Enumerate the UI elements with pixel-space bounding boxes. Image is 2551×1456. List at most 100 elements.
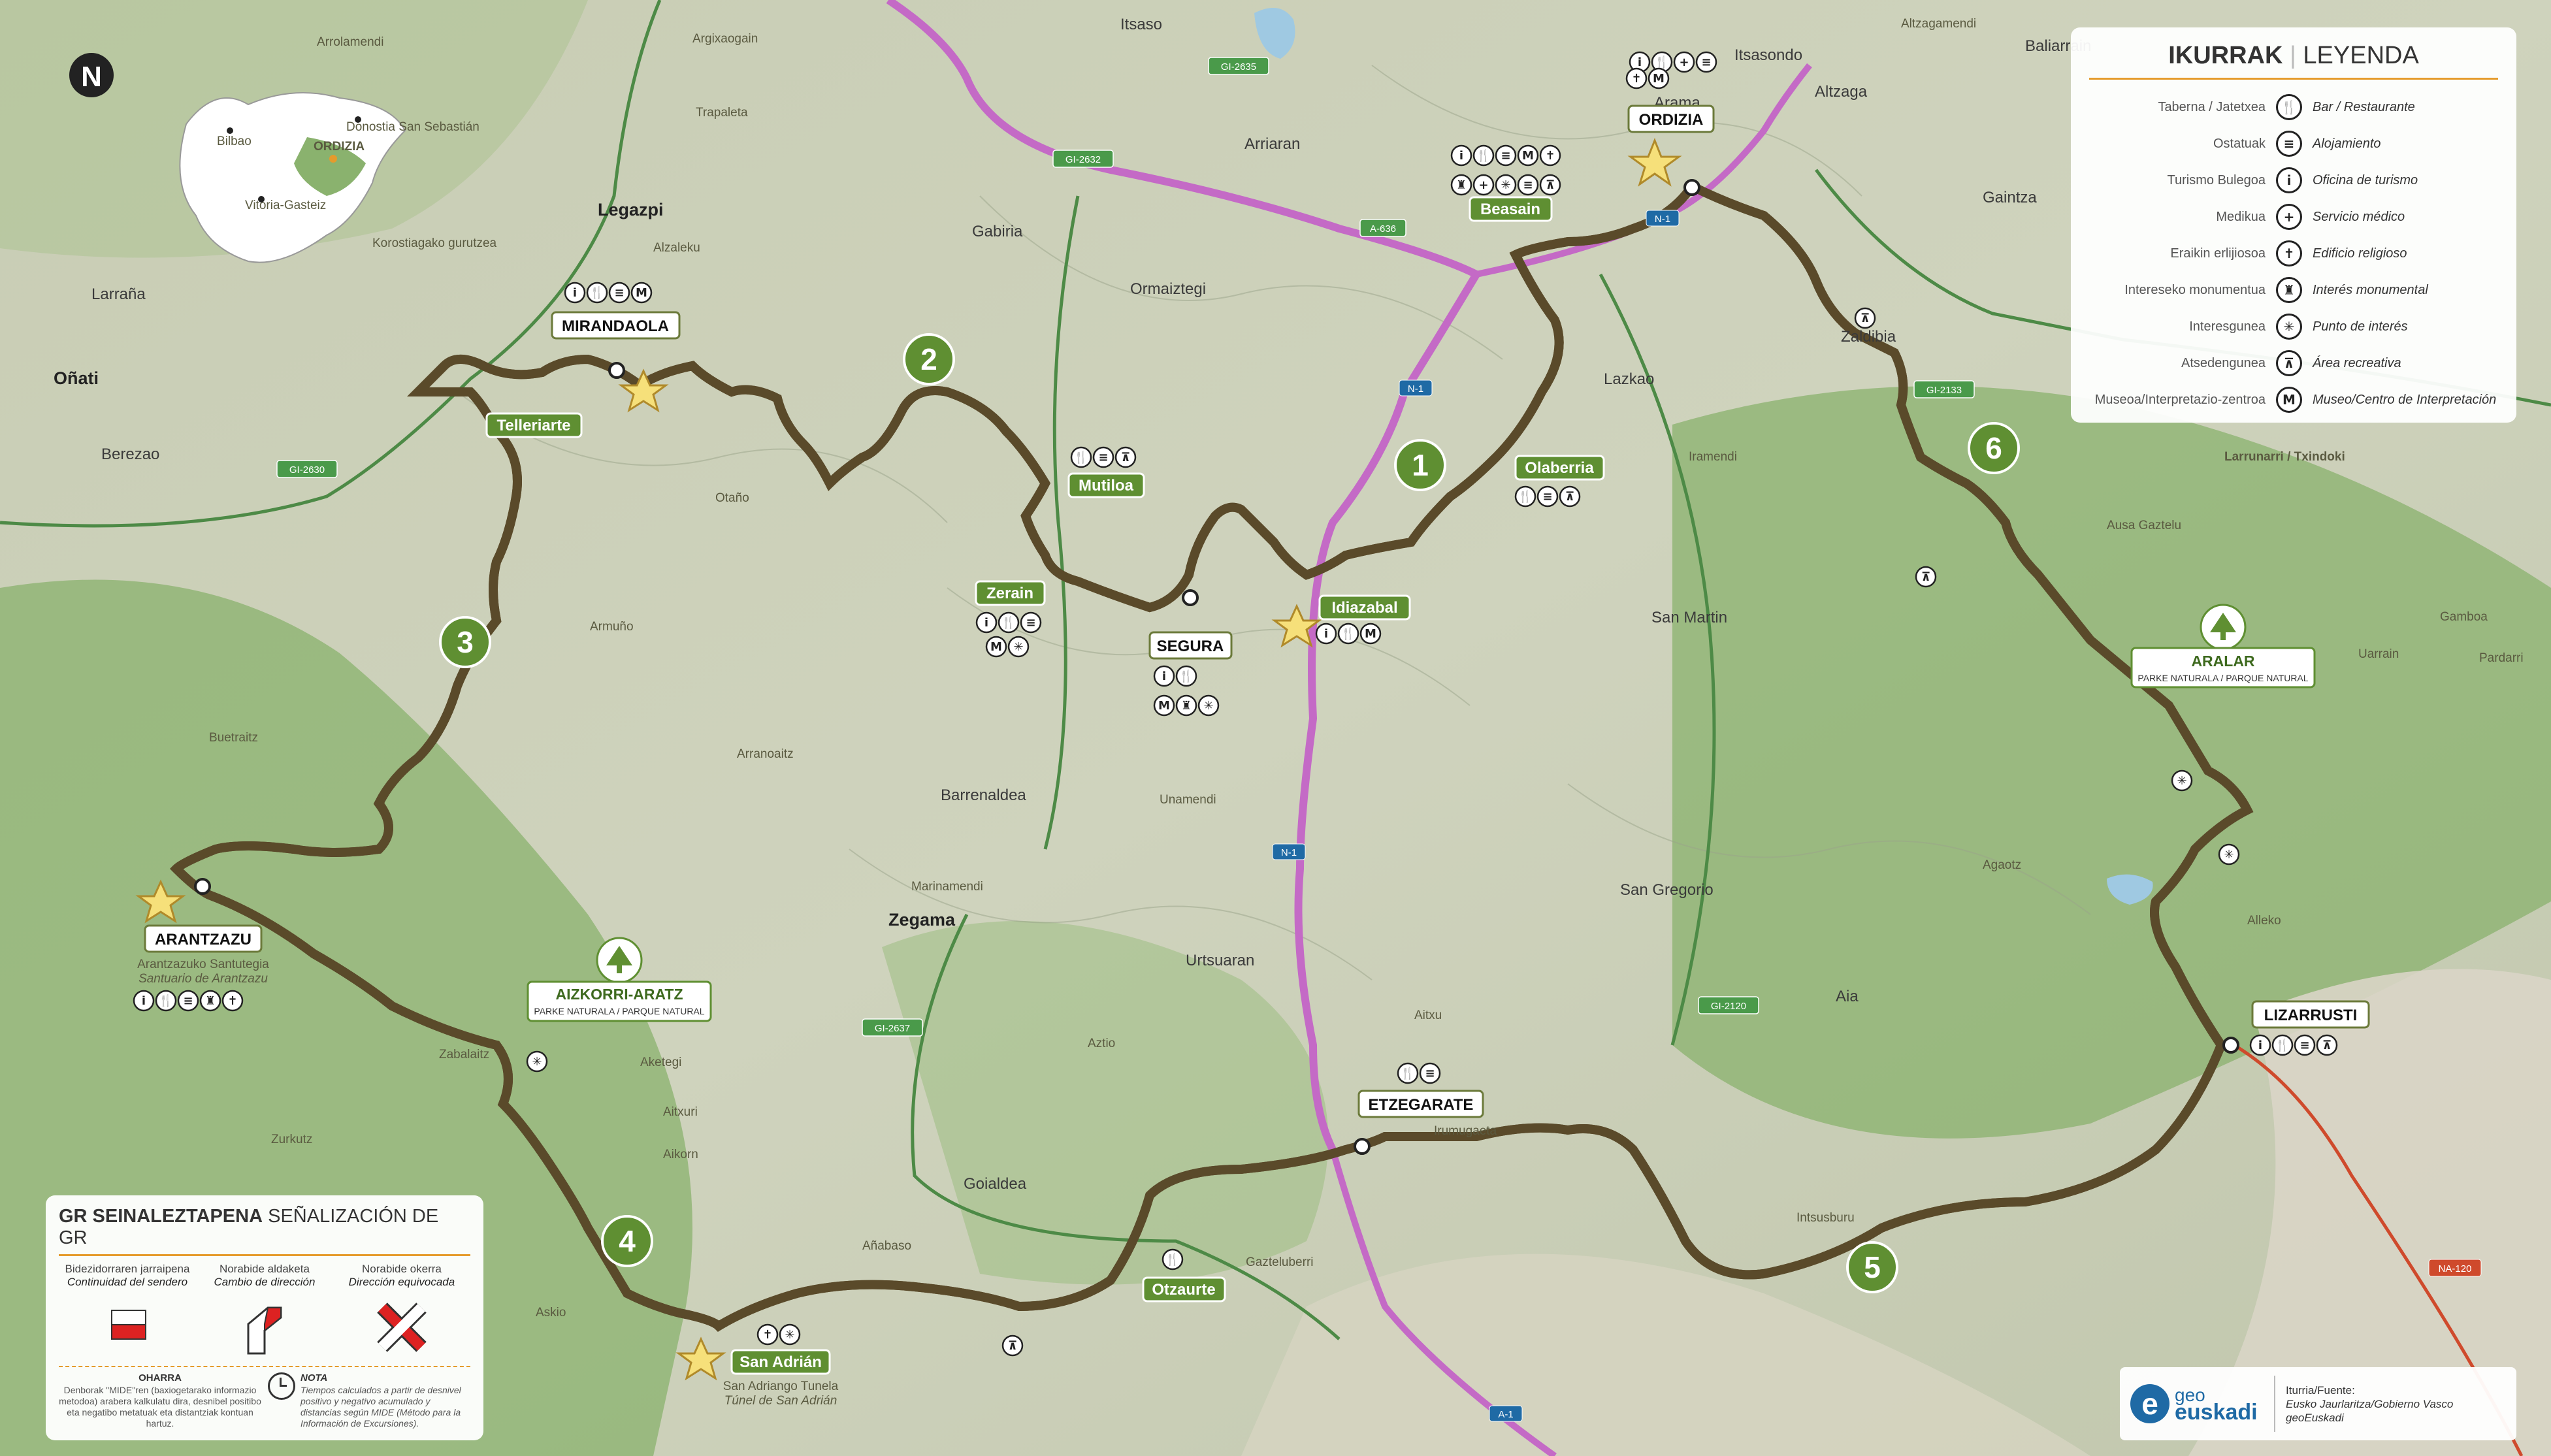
place-askio: Askio — [536, 1306, 566, 1319]
park-aizkorri[interactable]: AIZKORRI-ARATZ PARKE NATURALA / PARQUE N… — [527, 937, 712, 1022]
tag-ordizia[interactable]: ORDIZIA — [1627, 105, 1715, 133]
svg-text:✳: ✳ — [1203, 699, 1213, 713]
fork-knife-icon: 🍴 — [1175, 665, 1197, 687]
tag-mirandaola[interactable]: MIRANDAOLA — [551, 311, 681, 340]
stage-4-number: 4 — [619, 1224, 636, 1258]
stage-6[interactable]: 6 — [1968, 422, 2020, 474]
star-burst-icon: ✳ — [1197, 694, 1220, 717]
tag-telleriarte-text: Telleriarte — [497, 417, 571, 434]
svg-text:≡: ≡ — [614, 286, 624, 300]
svg-text:🍴: 🍴 — [1165, 1252, 1180, 1267]
fork-knife-icon: 🍴 — [1472, 144, 1495, 167]
monument-icon: ♜ — [2276, 277, 2302, 303]
tag-otzaurte[interactable]: Otzaurte — [1142, 1276, 1226, 1302]
place-ausa-gaztelu: Ausa Gaztelu — [2107, 519, 2181, 532]
svg-text:i: i — [984, 616, 988, 630]
forest-south — [882, 921, 1329, 1285]
place-iramendi: Iramendi — [1689, 450, 1737, 464]
tag-lizarrusti[interactable]: LIZARRUSTI — [2251, 1000, 2370, 1029]
svg-text:✝: ✝ — [1631, 72, 1641, 86]
fork-knife-icon: 🍴 — [998, 611, 1020, 634]
tag-segura[interactable]: SEGURA — [1148, 631, 1233, 660]
svg-text:i: i — [1162, 670, 1166, 683]
star-icon-arantzazu — [135, 879, 186, 924]
bed-icon: ≡ — [1695, 51, 1717, 73]
legend-panel: IKURRAK | LEYENDA Taberna / Jatetxea🍴Bar… — [2071, 27, 2516, 423]
tag-arantzazu[interactable]: ARANTZAZU — [144, 924, 263, 953]
inset-label-donostia: Donostia San Sebastián — [346, 120, 479, 134]
svg-text:≡: ≡ — [1523, 178, 1533, 192]
logo-text-geo: geo — [2175, 1385, 2205, 1405]
road-label-gi2120: GI-2120 — [1711, 1001, 1746, 1012]
place-arriaran: Arriaran — [1244, 135, 1300, 153]
park-aralar[interactable]: ARALAR PARKE NATURALA / PARQUE NATURAL — [2130, 604, 2316, 688]
gr-title-es: SEÑALIZACIÓN DE GR — [59, 1206, 439, 1248]
svg-text:M: M — [990, 640, 1002, 654]
tag-beasain-text: Beasain — [1480, 201, 1540, 218]
svg-text:🍴: 🍴 — [1655, 55, 1669, 69]
gr-note-eu: OHARRA Denborak "MIDE"ren (baxiogetarako… — [59, 1372, 268, 1429]
star-icon-idiazabal — [1271, 604, 1322, 648]
legend-label-eu: Atsedengunea — [2181, 355, 2266, 370]
bed-icon: ≡ — [1536, 485, 1559, 508]
stage-6-number: 6 — [1985, 431, 2002, 465]
gr-turn-mark-icon — [235, 1298, 294, 1357]
gr-wrong-way-icon — [372, 1298, 431, 1357]
road-label-n1-mid: N-1 — [1408, 383, 1423, 395]
bed-icon: ≡ — [608, 282, 630, 304]
tag-zerain[interactable]: Zerain — [975, 580, 1046, 606]
tag-ordizia-text: ORDIZIA — [1639, 111, 1704, 129]
stage-2[interactable]: 2 — [903, 333, 955, 385]
church-icon: ✝ — [1625, 67, 1648, 89]
stage-4[interactable]: 4 — [601, 1215, 653, 1267]
legend-label-eu: Medikua — [2216, 209, 2266, 224]
place-aia: Aia — [1836, 988, 1859, 1005]
info-icon: i — [133, 990, 155, 1012]
gr-title: GR SEINALEZTAPENA SEÑALIZACIÓN DE GR — [59, 1206, 470, 1256]
place-otano: Otaño — [715, 491, 749, 505]
monument-icon: ♜ — [1175, 694, 1197, 717]
geoeuskadi-logo[interactable]: e geo euskadi — [2130, 1376, 2275, 1432]
fork-knife-icon: 🍴 — [1070, 446, 1092, 468]
legend-label-es: Servicio médico — [2313, 209, 2405, 224]
place-buetraitz: Buetraitz — [209, 731, 258, 745]
museum-icon: M — [1153, 694, 1175, 717]
medical-icon: + — [2276, 204, 2302, 230]
tag-mutiloa[interactable]: Mutiloa — [1067, 472, 1145, 498]
museum-icon: M — [1648, 67, 1670, 89]
tag-san-adrian[interactable]: San Adrián — [730, 1349, 831, 1375]
star-icon-san-adrian — [675, 1336, 726, 1381]
tag-beasain[interactable]: Beasain — [1469, 196, 1553, 222]
tag-mutiloa-text: Mutiloa — [1079, 477, 1134, 494]
legend-title: IKURRAK | LEYENDA — [2089, 42, 2498, 80]
svg-text:✳: ✳ — [785, 1328, 794, 1342]
road-label-gi2630: GI-2630 — [289, 464, 325, 476]
legend-label-eu: Taberna / Jatetxea — [2158, 99, 2266, 114]
source-text: Iturria/Fuente: Eusko Jaurlaritza/Gobier… — [2275, 1383, 2453, 1425]
tag-telleriarte[interactable]: Telleriarte — [485, 412, 583, 438]
stage-5[interactable]: 5 — [1846, 1241, 1898, 1293]
svg-text:⊼: ⊼ — [1121, 451, 1131, 464]
bed-icon: ≡ — [1517, 174, 1539, 196]
info-icon: i — [1153, 665, 1175, 687]
tag-olaberria-text: Olaberria — [1525, 459, 1594, 477]
gr-notes: OHARRA Denborak "MIDE"ren (baxiogetarako… — [59, 1366, 470, 1429]
tag-etzegarate[interactable]: ETZEGARATE — [1357, 1090, 1484, 1118]
svg-text:🍴: 🍴 — [1401, 1066, 1415, 1080]
caption-san-adrian-eu: San Adriango Tunela — [723, 1380, 839, 1393]
legend-title-sep: | — [2289, 42, 2296, 69]
compass-letter: N — [81, 61, 102, 93]
stage-3[interactable]: 3 — [439, 616, 491, 668]
tag-olaberria[interactable]: Olaberria — [1514, 455, 1605, 481]
gr-note-eu-head: OHARRA — [138, 1372, 182, 1383]
caption-arantzazu-eu: Arantzazuko Santutegia — [137, 958, 269, 971]
medical-icon: + — [1472, 174, 1495, 196]
gr-col3-es: Dirección equivocada — [348, 1276, 455, 1288]
tag-idiazabal[interactable]: Idiazabal — [1318, 594, 1411, 621]
place-trapaleta: Trapaleta — [696, 106, 748, 120]
star-burst-icon: ✳ — [526, 1050, 548, 1073]
place-agaotz: Agaotz — [1983, 858, 2021, 872]
stage-1[interactable]: 1 — [1394, 439, 1446, 491]
legend-row: Ostatuak≡Alojamiento — [2089, 125, 2498, 162]
info-icon: i — [1315, 623, 1337, 645]
